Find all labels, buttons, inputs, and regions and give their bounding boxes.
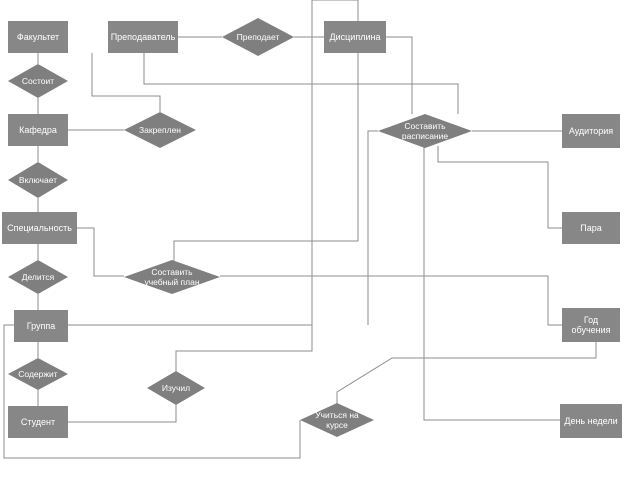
line-discipline-schedule (386, 36, 413, 114)
connector-lines (3, 0, 597, 459)
student-label: Студент (21, 417, 55, 427)
relationship-studied: Изучил (147, 371, 205, 405)
entity-box (8, 21, 68, 53)
relationship-teaches: Преподает (222, 18, 294, 56)
study-year-label-line-2: обучения (571, 325, 610, 335)
entity-faculty: Факультет (8, 21, 68, 53)
entity-department: Кафедра (8, 114, 68, 146)
teacher-label: Преподаватель (111, 32, 176, 42)
auditorium-label: Аудитория (569, 126, 613, 136)
department-label: Кафедра (19, 125, 57, 135)
relationship-diamond (124, 260, 220, 294)
make-schedule-label-line-1: Составить (404, 121, 446, 131)
contains-label: Содержит (18, 369, 58, 379)
line-plan-studyyear (220, 275, 562, 326)
consists-label: Состоит (22, 76, 54, 86)
entity-box (560, 404, 622, 438)
line-assigned-teacher (91, 53, 161, 112)
line-schedule-weekday (423, 146, 560, 421)
group-label: Группа (27, 321, 56, 331)
relationship-diamond (8, 64, 68, 98)
includes-label: Включает (19, 175, 57, 185)
entity-specialty: Специальность (2, 212, 77, 244)
relationship-assigned: Закреплен (124, 112, 196, 148)
entity-box (8, 406, 68, 438)
line-student-studied (68, 405, 177, 423)
study-year-label-line-1: Год (584, 315, 599, 325)
studied-label: Изучил (162, 383, 190, 393)
entity-box (562, 114, 620, 148)
line-plan-discipline (173, 53, 359, 262)
relationship-consists: Состоит (8, 64, 68, 98)
line-schedule-pair (437, 146, 562, 229)
line-teacher-schedule (143, 53, 459, 114)
pair-label: Пара (580, 223, 602, 233)
make-plan-label-line-1: Составить (151, 267, 193, 277)
line-specialty-plan (77, 227, 124, 277)
relationship-diamond (8, 260, 68, 294)
relationship-includes: Включает (8, 162, 68, 198)
line-course-studyyear (336, 341, 597, 404)
line-schedule-group (367, 130, 378, 325)
relationship-contains: Содержит (8, 358, 68, 390)
line-group-course (3, 324, 301, 459)
entity-group: Группа (14, 310, 68, 342)
relationship-diamond (222, 18, 294, 56)
entity-box (562, 212, 620, 244)
entity-box (14, 310, 68, 342)
studies-course-label-line-1: Учиться на (315, 410, 359, 420)
relationship-diamond (124, 112, 196, 148)
teaches-label: Преподает (237, 32, 280, 42)
make-plan-label-line-2: учебный план (144, 277, 199, 287)
entity-box (2, 212, 77, 244)
studies-course-label-line-2: курсе (326, 420, 348, 430)
entity-teacher: Преподаватель (108, 21, 178, 53)
entity-weekday: День недели (560, 404, 622, 438)
relationship-diamond (300, 403, 374, 437)
line-studied-discipline (175, 325, 313, 371)
weekday-label: День недели (564, 416, 617, 426)
specialty-label: Специальность (7, 223, 72, 233)
relationship-diamond (8, 358, 68, 390)
relationship-diamond (8, 162, 68, 198)
entity-student: Студент (8, 406, 68, 438)
relationship-diamond (378, 114, 472, 148)
entity-box (562, 308, 620, 342)
discipline-label: Дисциплина (330, 32, 381, 42)
entity-box (108, 21, 178, 53)
relationship-divides: Делится (8, 260, 68, 294)
entity-discipline: Дисциплина (324, 21, 386, 53)
line-group-discipline (68, 0, 359, 326)
divides-label: Делится (22, 272, 55, 282)
relationship-diamond (147, 371, 205, 405)
entity-pair: Пара (562, 212, 620, 244)
entity-box (324, 21, 386, 53)
assigned-label: Закреплен (139, 125, 181, 135)
entity-auditorium: Аудитория (562, 114, 620, 148)
entity-box (8, 114, 68, 146)
faculty-label: Факультет (17, 32, 59, 42)
make-schedule-label-line-2: расписание (402, 131, 448, 141)
